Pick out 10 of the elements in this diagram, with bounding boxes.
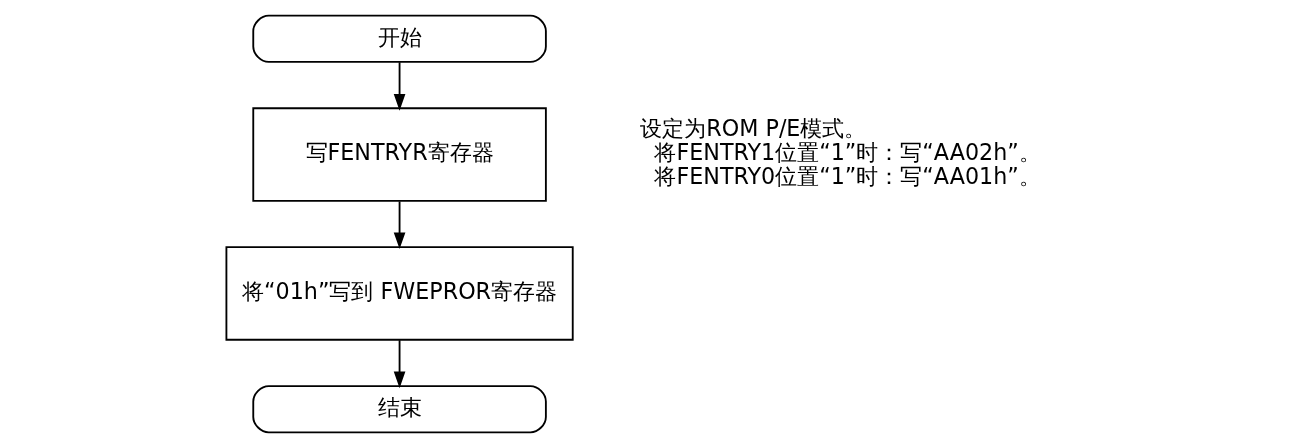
node-box: 结束 [252,385,547,434]
arrow [393,200,406,250]
node-box: 开始 [252,14,547,63]
arrow [393,61,406,111]
node-label: 将FENTRY1位置“1”时：写“AA02h”。 [654,139,1041,166]
arrow [393,339,406,389]
node-box: 将“01h”写到 FWEPROR寄存器 [225,246,574,341]
node-box: 写FENTRYR寄存器 [252,107,547,202]
node-label: 将FENTRY0位置“1”时：写“AA01h”。 [654,163,1041,190]
node-label: 设定为ROM P/E模式。 [640,115,867,142]
